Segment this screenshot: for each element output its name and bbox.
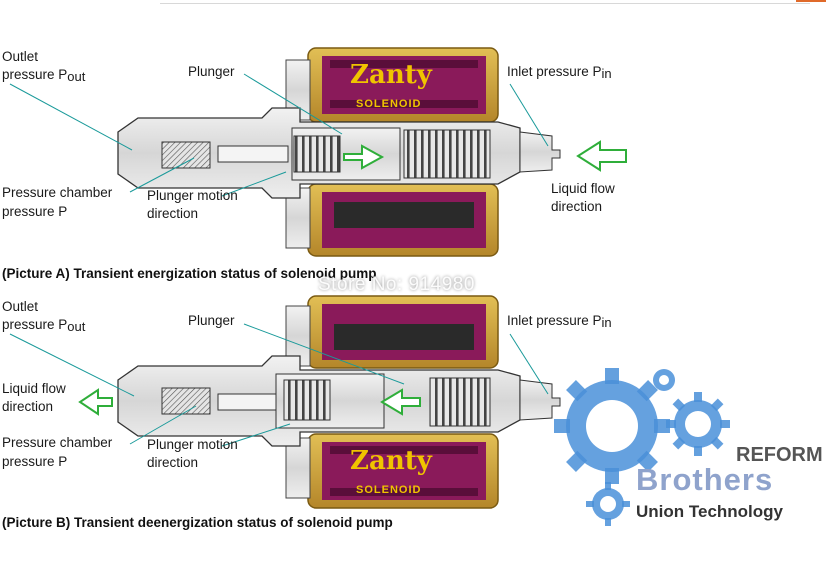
valve-seat-b (161, 387, 211, 415)
outlet-pressure-label-b: pressure Pout (2, 317, 86, 334)
brand-brothers: Brothers (636, 462, 774, 497)
flow-direction-label-b: direction (2, 399, 54, 414)
plunger-label-b: Plunger (188, 313, 235, 328)
top-rule (160, 3, 810, 4)
plunger-label-a: Plunger (188, 64, 235, 79)
main-spring-b (429, 377, 491, 427)
push-rod-a (217, 145, 289, 163)
outlet-label-b: Outlet (2, 299, 39, 314)
coil-bottom-a (307, 183, 499, 257)
chamber-pressure-label-a: pressure P (2, 204, 68, 219)
brand-text-b: Zanty (350, 446, 432, 476)
leader-lines-b (9, 323, 549, 447)
small-spring-b (283, 379, 331, 421)
store-watermark: Store No: 914980 (318, 274, 475, 295)
motion-direction-label-b: direction (147, 455, 199, 470)
chamber-pressure-label-b: pressure P (2, 454, 68, 469)
small-spring-a (293, 135, 341, 173)
chamber-label-a: Pressure chamber (2, 185, 113, 200)
solenoid-text-a: SOLENOID (356, 98, 422, 110)
brand-text-a-top: Zanty (350, 60, 432, 90)
inlet-label-a: Inlet pressure Pin (507, 64, 612, 81)
coil-bottom-b (307, 433, 499, 509)
chamber-label-b: Pressure chamber (2, 435, 113, 450)
pump-a (9, 47, 627, 257)
flow-direction-label-a: direction (551, 199, 603, 214)
main-spring-a (403, 129, 491, 179)
inlet-nozzle-b (519, 379, 561, 421)
inlet-nozzle-a (519, 131, 561, 173)
leader-lines-a (9, 73, 549, 197)
outlet-pressure-label-a: pressure Pout (2, 67, 86, 84)
flow-label-b: Liquid flow (2, 381, 66, 396)
flow-arrow-b (78, 388, 113, 416)
corner-accent (796, 0, 826, 2)
valve-seat-a (161, 141, 211, 169)
coil-top-a (307, 47, 499, 123)
outlet-label-a: Outlet (2, 49, 39, 64)
brand-reform: REFORM (736, 444, 823, 466)
caption-b: (Picture B) Transient deenergization sta… (2, 515, 393, 530)
end-cap-b-bottom (285, 437, 311, 499)
caption-a: (Picture A) Transient energization statu… (2, 266, 377, 281)
pump-b (9, 295, 561, 509)
brand-union-technology: Union Technology (636, 502, 784, 521)
solenoid-text-b: SOLENOID (356, 484, 422, 496)
motion-label-b: Plunger motion (147, 437, 238, 452)
flow-label-a: Liquid flow (551, 181, 615, 196)
motion-direction-label-a: direction (147, 206, 199, 221)
inlet-label-b: Inlet pressure Pin (507, 313, 612, 330)
plunger-arrow-a (343, 144, 385, 170)
plunger-arrow-b (380, 388, 421, 416)
flow-arrow-a (576, 140, 627, 172)
gear-cluster-icon (554, 368, 730, 526)
motion-label-a: Plunger motion (147, 188, 238, 203)
coil-top-b (307, 295, 499, 369)
